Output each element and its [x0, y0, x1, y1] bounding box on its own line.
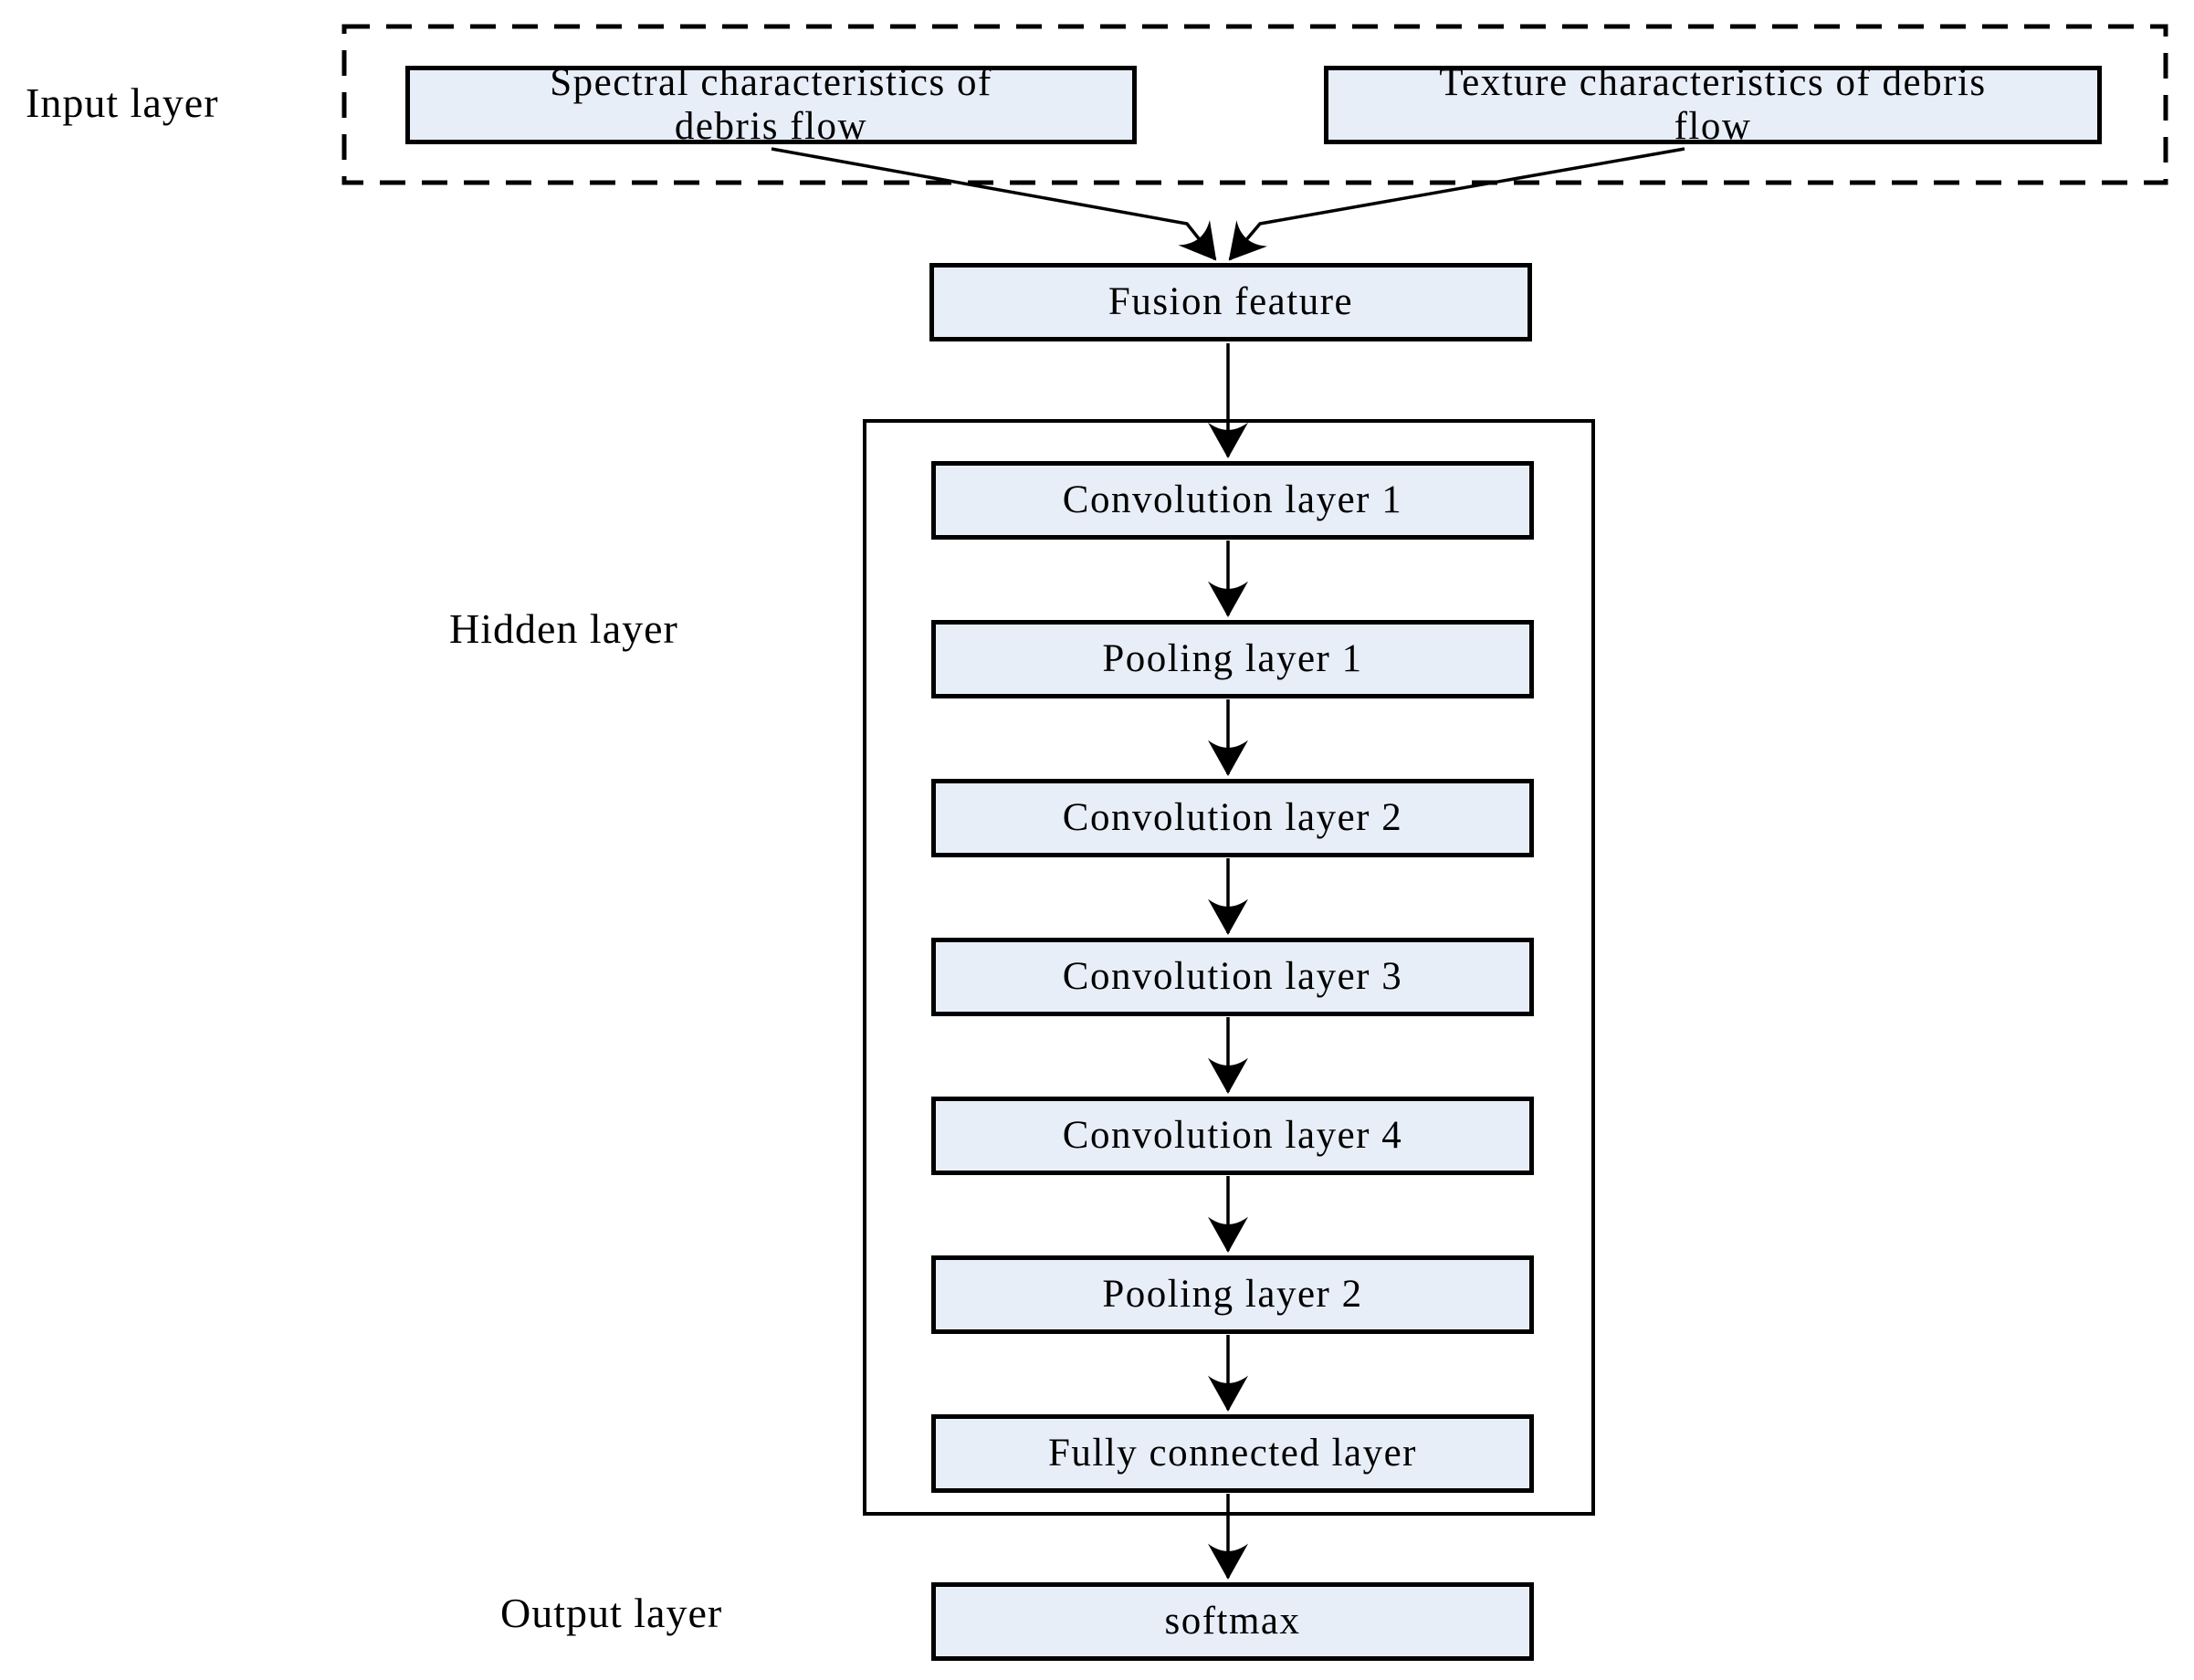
node-convolution-layer-4: Convolution layer 4	[931, 1097, 1534, 1175]
node-spectral-line2: debris flow	[674, 105, 868, 148]
node-convolution-layer-2: Convolution layer 2	[931, 779, 1534, 857]
node-spectral-line1: Spectral characteristics of	[550, 60, 992, 104]
node-texture-line2: flow	[1674, 105, 1752, 148]
node-texture-characteristics: Texture characteristics of debris flow	[1324, 61, 2102, 148]
node-spectral-characteristics: Spectral characteristics of debris flow	[405, 61, 1137, 148]
hidden-layer-label: Hidden layer	[449, 605, 678, 652]
node-texture-line1: Texture characteristics of debris	[1439, 60, 1987, 104]
input-layer-label: Input layer	[26, 79, 219, 126]
arrow-texture-to-fusion	[1228, 147, 1685, 261]
node-pooling-layer-1: Pooling layer 1	[931, 620, 1534, 698]
node-pooling-layer-2: Pooling layer 2	[931, 1255, 1534, 1334]
input-layer-dashed-container	[341, 24, 2168, 185]
output-layer-label: Output layer	[500, 1590, 723, 1636]
node-fusion-feature: Fusion feature	[929, 263, 1532, 341]
arrow-spectral-to-fusion	[771, 147, 1217, 261]
node-softmax: softmax	[931, 1582, 1534, 1661]
node-fully-connected-layer: Fully connected layer	[931, 1414, 1534, 1493]
node-convolution-layer-1: Convolution layer 1	[931, 461, 1534, 540]
node-convolution-layer-3: Convolution layer 3	[931, 938, 1534, 1016]
